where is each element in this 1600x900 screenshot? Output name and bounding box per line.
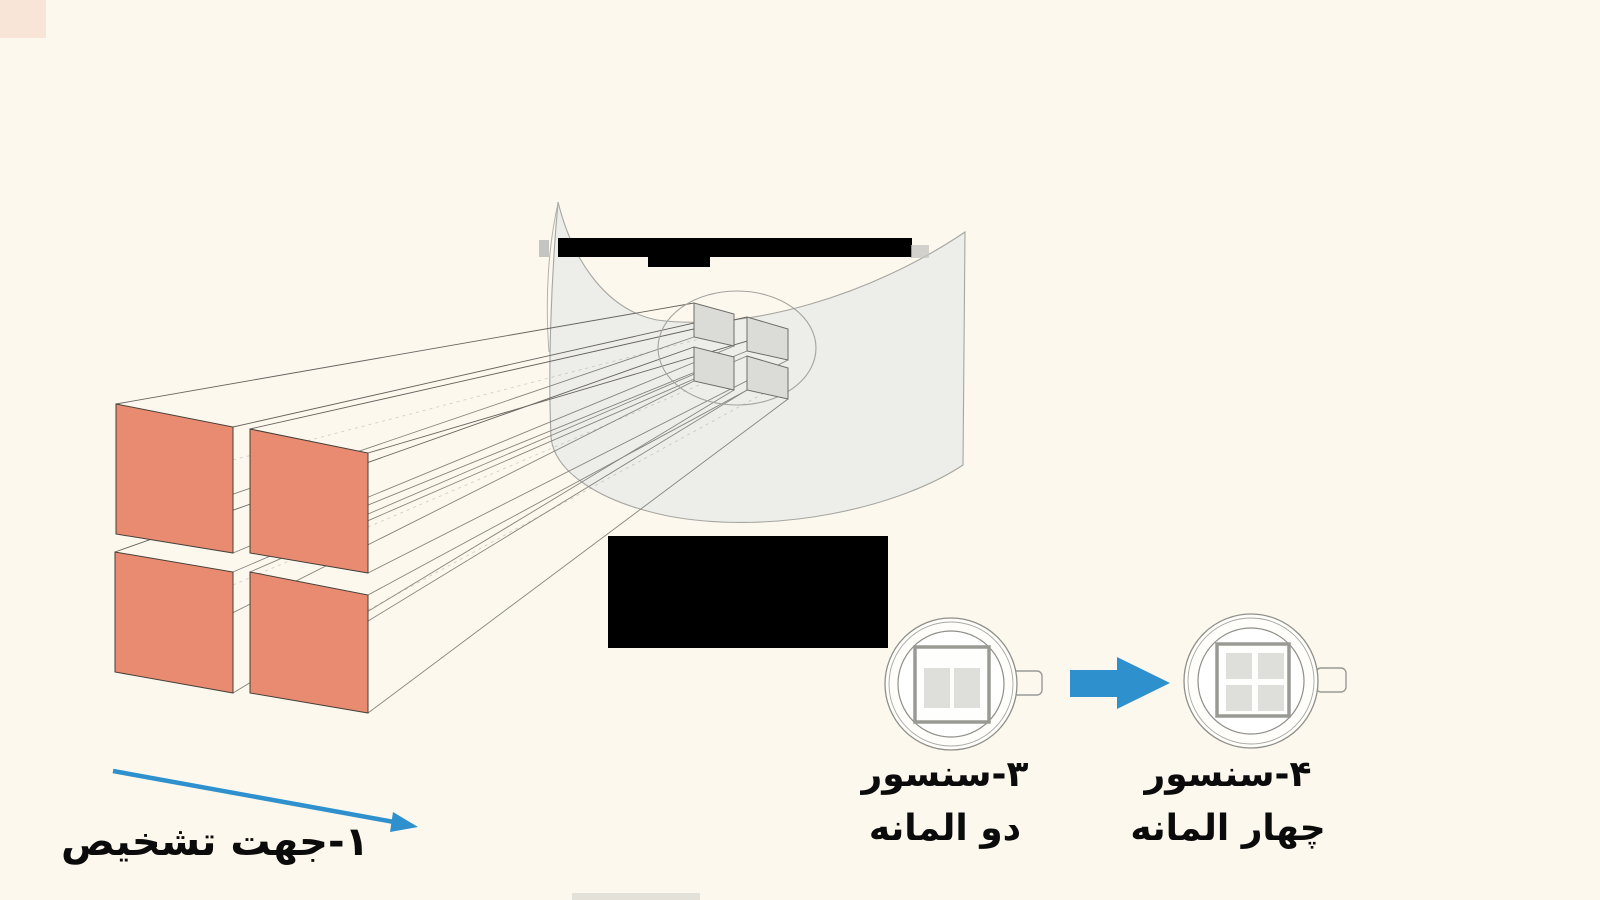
beam-face-bottom-right [249, 571, 369, 714]
direction-arrow-icon [112, 768, 418, 832]
two-element-sensor-label-line1: ۳-سنسور [861, 754, 1029, 795]
redaction-top-bar-step [648, 256, 710, 267]
beam-face-bottom-left [114, 551, 234, 694]
detection-direction-label: ۱-جهت تشخیص [61, 819, 369, 865]
two-element-sensor-label: ۳-سنسور دو المانه [845, 748, 1045, 856]
beam-face-top-right [249, 428, 369, 574]
four-element-sensor-icon [1183, 613, 1347, 749]
beam-faces [114, 403, 369, 714]
far-element-top-right [746, 316, 789, 361]
beam-face-top-left [115, 403, 234, 554]
far-element-top-left [693, 302, 735, 347]
four-element-sensor-label: ۴-سنسور چهار المانه [1123, 748, 1333, 856]
four-element-sensor-label-line1: ۴-سنسور [1144, 754, 1312, 795]
redactions [539, 238, 929, 648]
corner-tint [0, 0, 46, 38]
sensor-element-1 [1226, 653, 1252, 679]
two-element-sensor-label-line2: دو المانه [868, 808, 1022, 849]
sensor-element-left [924, 668, 950, 708]
curved-screen-fold-edge [546, 202, 559, 353]
two-element-sensor-icon [884, 617, 1043, 751]
sensor-element-2 [1258, 653, 1284, 679]
sensor-element-4 [1258, 685, 1284, 711]
redaction-top-bar [558, 238, 912, 257]
far-element-bottom-right [746, 355, 789, 400]
sensor-element-right [954, 668, 980, 708]
redaction-gray-chip-right [911, 245, 929, 258]
sensor-element-3 [1226, 685, 1252, 711]
redaction-gray-chip-left [539, 240, 549, 257]
bottom-edge-artifact [572, 893, 700, 900]
far-element-grid [693, 302, 789, 400]
redaction-center-block [608, 536, 888, 648]
transition-arrow-icon [1070, 657, 1170, 709]
four-element-sensor-label-line2: چهار المانه [1130, 808, 1326, 849]
far-element-bottom-left [693, 346, 735, 391]
focal-ellipse [657, 290, 817, 406]
sensor-tab [1315, 667, 1347, 693]
